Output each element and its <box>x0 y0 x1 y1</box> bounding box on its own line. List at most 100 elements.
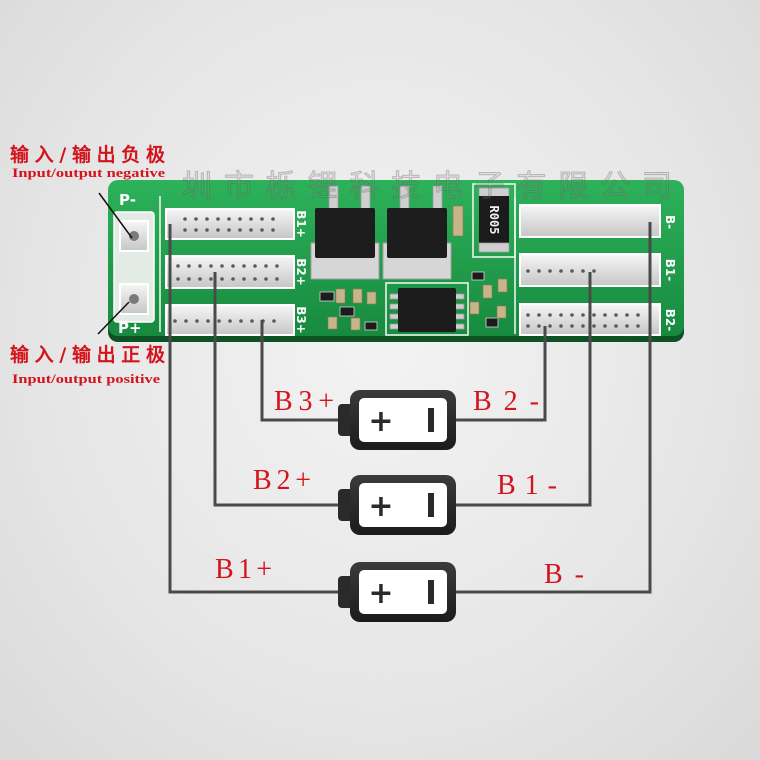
pad-hole <box>198 264 202 268</box>
pad-hole <box>194 217 198 221</box>
pad-hole <box>559 269 563 273</box>
wire-label-b-minus: B- <box>544 559 584 590</box>
wire-b1-minus <box>456 272 592 507</box>
pad-hole <box>271 217 275 221</box>
sense-resistor-end-bottom <box>478 242 510 253</box>
pad-hole <box>636 324 640 328</box>
pad-hole <box>625 324 629 328</box>
battery-minus-bar <box>428 493 434 517</box>
pad-hole <box>570 313 574 317</box>
pad-hole <box>227 217 231 221</box>
pad-hole <box>260 228 264 232</box>
pad-hole <box>548 324 552 328</box>
pad-hole <box>625 313 629 317</box>
pad-hole <box>592 313 596 317</box>
pad-hole <box>614 313 618 317</box>
positive-label-en: Input/output positive <box>12 371 160 386</box>
pad-hole <box>275 264 279 268</box>
pad-hole <box>195 319 199 323</box>
pad-hole <box>581 269 585 273</box>
silk-label-b3-plus: B3+ <box>294 306 308 334</box>
pad-hole <box>548 269 552 273</box>
capacitor-top <box>452 205 464 237</box>
negative-label-cn: 输入/输出负极 <box>10 143 166 166</box>
ic-pin <box>389 313 400 320</box>
pad-hole <box>275 277 279 281</box>
negative-pointer-line <box>98 192 133 239</box>
wire-label-b1-minus: B1- <box>497 470 557 501</box>
ic-pin <box>454 293 465 300</box>
smd-capacitor <box>469 301 480 315</box>
b1-plus-pad <box>165 208 295 240</box>
pad-hole <box>216 228 220 232</box>
battery-icon: + <box>338 390 456 450</box>
pad-hole <box>176 264 180 268</box>
pad-hole <box>603 324 607 328</box>
wire-b3-plus <box>260 320 340 422</box>
pad-hole <box>198 277 202 281</box>
wire-label-b2-plus: B2+ <box>253 465 311 496</box>
negative-terminal-annotation: 输入/输出负极 Input/output negative <box>10 143 166 239</box>
sense-resistor-outline <box>472 183 516 258</box>
pad-hole <box>239 319 243 323</box>
pad-hole <box>559 324 563 328</box>
sense-resistor-label: R005 <box>487 206 501 235</box>
pad-hole <box>227 228 231 232</box>
pad-hole <box>220 277 224 281</box>
silk-label-b-minus: B- <box>663 215 677 229</box>
pad-hole <box>176 277 180 281</box>
pad-hole <box>253 277 257 281</box>
pad-hole <box>559 313 563 317</box>
pcb-board: P- P+ B1+ B2+ B3+ B- B1- B2- <box>108 180 684 342</box>
pad-hole <box>187 264 191 268</box>
silk-label-p-plus: P+ <box>118 319 142 337</box>
smd-capacitor <box>482 284 493 299</box>
battery-plus-sign: + <box>368 489 393 524</box>
pad-hole <box>537 269 541 273</box>
smd-resistor <box>319 291 335 302</box>
pad-hole <box>271 228 275 232</box>
battery-minus-bar <box>428 408 434 432</box>
pad-hole <box>592 324 596 328</box>
silk-label-p-minus: P- <box>119 191 136 209</box>
pad-hole <box>242 277 246 281</box>
sense-resistor-body <box>479 196 509 244</box>
wire-label-b3-plus: B3+ <box>274 386 334 417</box>
battery-face <box>359 570 447 614</box>
mosfet-1 <box>310 185 380 280</box>
pad-hole <box>570 269 574 273</box>
wire-b-minus <box>456 222 652 594</box>
positive-terminal-annotation: 输入/输出正极 Input/output positive <box>10 301 166 386</box>
smd-capacitor <box>327 316 338 330</box>
silk-label-b2-minus: B2- <box>663 309 677 331</box>
pad-hole <box>250 319 254 323</box>
pad-hole <box>581 324 585 328</box>
pad-hole <box>249 217 253 221</box>
mosfet-2 <box>382 185 452 280</box>
mosfet-1-body <box>315 208 375 258</box>
pad-hole <box>570 324 574 328</box>
pad-hole <box>272 319 276 323</box>
wire-label-b2-minus: B2- <box>473 386 539 417</box>
p-plus-pad-hole <box>129 294 139 304</box>
pad-hole <box>217 319 221 323</box>
pad-hole <box>184 319 188 323</box>
pad-hole <box>537 324 541 328</box>
smd-resistor <box>339 306 355 317</box>
protection-ic <box>385 282 469 336</box>
pad-hole <box>187 277 191 281</box>
pad-hole <box>526 324 530 328</box>
pad-hole <box>216 217 220 221</box>
battery-face <box>359 483 447 527</box>
smd-capacitor <box>497 278 508 293</box>
pad-hole <box>238 217 242 221</box>
smd-capacitor <box>350 317 361 331</box>
sense-resistor: R005 <box>472 183 516 258</box>
pad-hole <box>526 269 530 273</box>
pad-hole <box>636 313 640 317</box>
pad-hole <box>206 319 210 323</box>
protection-ic-body <box>398 288 456 332</box>
wire-b2-minus <box>456 326 547 422</box>
battery-icon: + <box>338 562 456 622</box>
